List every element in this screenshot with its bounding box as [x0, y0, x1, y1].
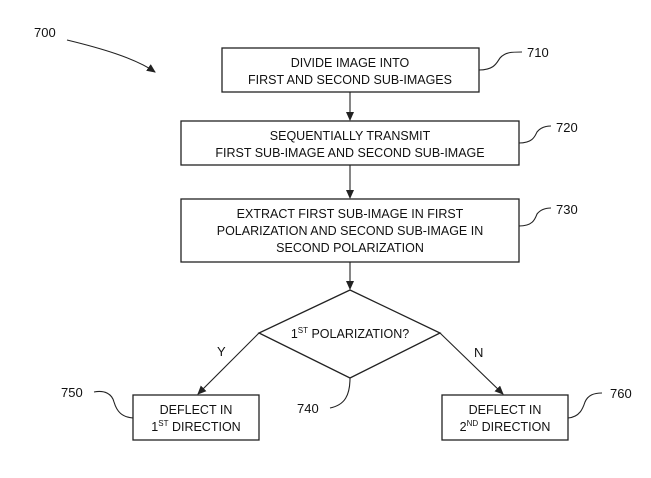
- decision-740-text: 1ST POLARIZATION?: [291, 326, 409, 341]
- step-710-box: [221, 47, 480, 93]
- step-750-ref: 750: [61, 385, 83, 400]
- step-760-line-2: 2ND DIRECTION: [460, 419, 551, 434]
- step-760-line-1: DEFLECT IN: [469, 403, 542, 417]
- step-710-leader: [478, 51, 523, 71]
- step-720-ref: 720: [556, 120, 578, 135]
- yes-label: Y: [217, 344, 226, 359]
- step-760-leader: [567, 392, 603, 419]
- step-760-box: [441, 394, 569, 441]
- figure-ref-arrow: [66, 39, 156, 73]
- decision-740-leader: [329, 377, 351, 409]
- step-720-box: [180, 120, 520, 166]
- step-710-line-2: FIRST AND SECOND SUB-IMAGES: [248, 73, 452, 87]
- step-710-ref: 710: [527, 45, 549, 60]
- step-730-box: [180, 198, 520, 263]
- step-720-leader: [518, 125, 552, 144]
- step-710-line-1: DIVIDE IMAGE INTO: [291, 56, 410, 70]
- step-730-line-3: SECOND POLARIZATION: [276, 241, 424, 255]
- step-720-line-1: SEQUENTIALLY TRANSMIT: [270, 129, 431, 143]
- step-750-leader: [93, 390, 134, 419]
- step-730-line-1: EXTRACT FIRST SUB-IMAGE IN FIRST: [237, 207, 464, 221]
- figure-ref-700: 700: [34, 25, 56, 40]
- step-730-ref: 730: [556, 202, 578, 217]
- step-760-ref: 760: [610, 386, 632, 401]
- step-750-line-1: DEFLECT IN: [160, 403, 233, 417]
- step-730-leader: [518, 207, 552, 227]
- step-750-line-2: 1ST DIRECTION: [151, 419, 240, 434]
- step-750-box: [132, 394, 260, 441]
- decision-740-ref: 740: [297, 401, 319, 416]
- arrow-yes-branch: [197, 332, 260, 395]
- arrow-no-branch: [439, 332, 504, 395]
- step-730-line-2: POLARIZATION AND SECOND SUB-IMAGE IN: [217, 224, 483, 238]
- step-720-line-2: FIRST SUB-IMAGE AND SECOND SUB-IMAGE: [215, 146, 484, 160]
- no-label: N: [474, 345, 483, 360]
